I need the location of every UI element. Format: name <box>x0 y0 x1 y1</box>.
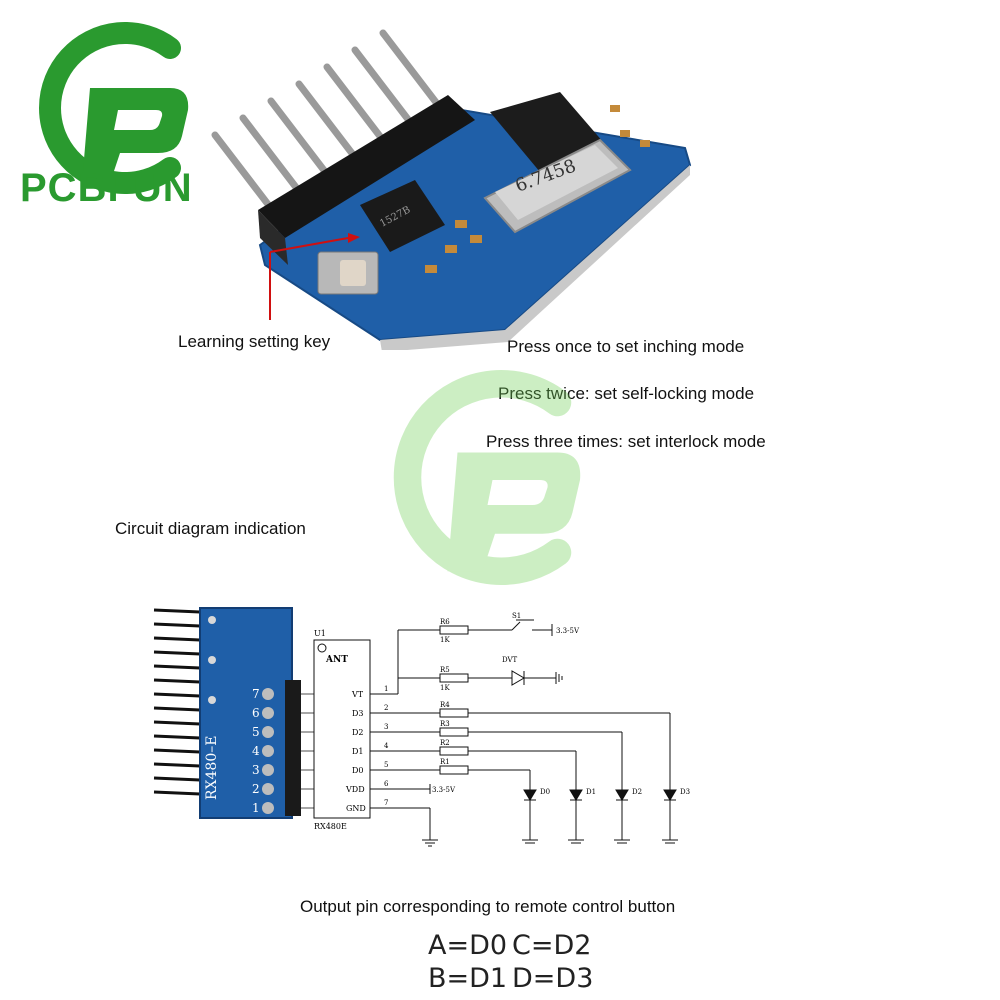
callout-arrow <box>269 237 349 253</box>
mode-once-text: Press once to set inching mode <box>507 337 745 356</box>
receiver-board-photo: 6.7458 1527B <box>200 20 700 352</box>
resistor-r2-ref: R2 <box>440 739 450 747</box>
learning-key-label: Learning setting key <box>178 332 331 351</box>
mapping-d: D=D3 <box>512 963 594 994</box>
led-d0-label: D0 <box>540 788 550 796</box>
ic-u1 <box>313 639 371 819</box>
brand-logo <box>20 18 220 218</box>
circuit-schematic: RX480–E 7 6 5 4 3 2 1 <box>140 600 720 860</box>
module-pin-number: 6 <box>252 706 260 720</box>
ic-pin-vt: VT <box>351 690 364 699</box>
ic-pin-d2: D2 <box>352 728 364 737</box>
ic-pin-d1: D1 <box>352 747 364 756</box>
watermark-logo <box>370 360 620 620</box>
circuit-heading: Circuit diagram indication <box>115 519 306 538</box>
ic-pin-number: 3 <box>384 723 388 731</box>
module-header-pins <box>262 680 301 816</box>
resistor-r5-value: 1K <box>440 684 450 692</box>
output-leds <box>522 789 678 844</box>
ic-pin-number: 5 <box>384 761 388 769</box>
header-block <box>258 95 475 238</box>
resistor-r3-ref: R3 <box>440 720 450 728</box>
resistor-r1-ref: R1 <box>440 758 450 766</box>
mapping-c: C=D2 <box>512 930 592 961</box>
pcbfun-logo-icon <box>39 22 189 194</box>
ic-pin-number: 2 <box>384 704 388 712</box>
vt-led-ref: DVT <box>502 656 518 664</box>
schematic-wires <box>370 619 671 847</box>
mapping-a: A=D0 <box>428 930 508 961</box>
supply-label: 3.3-5V <box>556 627 580 635</box>
ic-pin-number: 7 <box>384 799 388 807</box>
smd-components <box>425 105 650 273</box>
ic-pin-d0: D0 <box>352 766 364 775</box>
ic-ant-label: ANT <box>325 655 348 665</box>
ic-pin-gnd: GND <box>346 804 366 813</box>
ic-name: RX480E <box>314 822 347 831</box>
rx480e-module <box>199 607 293 819</box>
ic-pin-number: 6 <box>384 780 389 788</box>
pcb-edge <box>380 165 690 352</box>
mapping-b: B=D1 <box>428 963 508 994</box>
resistor-r6-ref: R6 <box>440 618 450 626</box>
module-pin-number: 4 <box>252 744 260 758</box>
led-d1-label: D1 <box>586 788 596 796</box>
module-pin-number: 5 <box>252 725 260 739</box>
switch-ref: S1 <box>512 612 521 620</box>
module-label: RX480–E <box>204 736 220 800</box>
led-d3-label: D3 <box>680 788 690 796</box>
module-pin-number: 3 <box>252 763 260 777</box>
module-pin-number: 1 <box>252 801 260 815</box>
brand-name: PCBFUN <box>20 166 193 210</box>
mode-three-text: Press three times: set interlock mode <box>486 432 766 451</box>
resistor-r4-ref: R4 <box>440 701 450 709</box>
ic-pin-number: 4 <box>384 742 389 750</box>
output-caption: Output pin corresponding to remote contr… <box>300 897 676 916</box>
resistor-r6-value: 1K <box>440 636 450 644</box>
small-ic <box>360 180 445 252</box>
ic-pin-d3: D3 <box>352 709 364 718</box>
module-pin-number: 7 <box>252 687 260 701</box>
mode-twice-text: Press twice: set self-locking mode <box>498 384 755 403</box>
ic-pin-number: 1 <box>384 685 388 693</box>
ic-ref: U1 <box>314 629 326 638</box>
module-pin-number: 2 <box>252 782 260 796</box>
crystal-oscillator <box>483 138 632 234</box>
antenna-coil <box>153 608 201 796</box>
ic-pin-vdd: VDD <box>345 785 365 794</box>
led-d2-label: D2 <box>632 788 642 796</box>
learning-key-button <box>317 251 379 295</box>
vdd-supply-label: 3.3-5V <box>432 786 456 794</box>
resistor-r5-ref: R5 <box>440 666 450 674</box>
